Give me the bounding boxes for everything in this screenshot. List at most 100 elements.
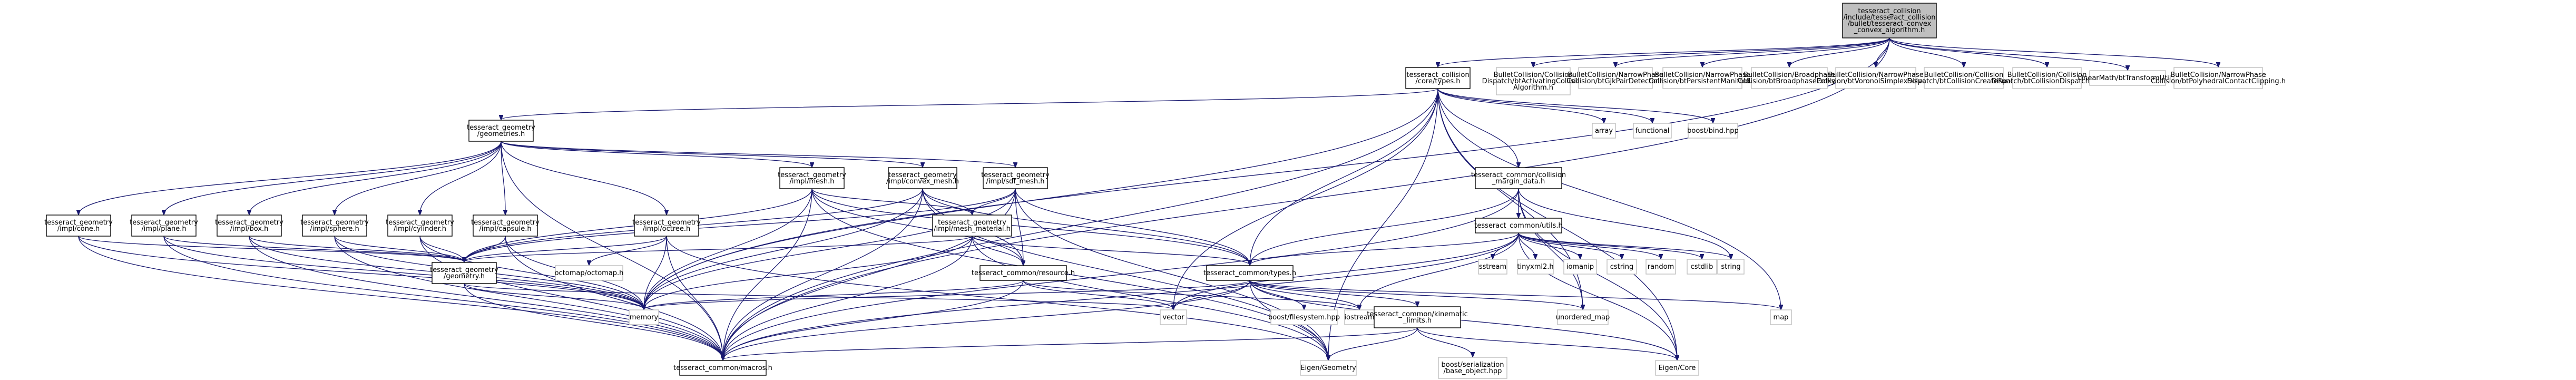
node-label-root-3: _convex_algorithm.h (1854, 26, 1925, 34)
edge-box-to-macros (249, 236, 723, 360)
edge-mesh-to-resource (811, 188, 1023, 265)
node-iomanip: iomanip (1563, 259, 1597, 275)
node-root[interactable]: tesseract_collision/include/tesseract_co… (1842, 3, 1937, 38)
node-label-iostream-0: iostream (1344, 314, 1374, 321)
edge-cone-to-geometry (78, 236, 464, 262)
node-box-plane (131, 215, 197, 237)
edge-sdf-to-resource (1015, 188, 1023, 265)
node-b5: BulletCollision/NarrowPhaseCollision/btV… (1817, 67, 1935, 89)
edge-root-to-b9 (1889, 37, 2218, 67)
edge-meshmat-to-resource (972, 236, 1023, 265)
node-box-root (1842, 3, 1937, 38)
edge-geometries-to-convex (501, 141, 923, 167)
node-mesh[interactable]: tesseract_geometry/impl/mesh.h (778, 167, 846, 189)
node-types[interactable]: tesseract_collision/core/types.h (1405, 67, 1471, 89)
edge-types-to-ctypes (1250, 88, 1438, 265)
node-cstring: cstring (1607, 259, 1637, 275)
node-meshmat[interactable]: tesseract_geometry/impl/mesh_material.h (932, 215, 1012, 237)
node-label-string-0: string (1721, 263, 1740, 271)
edge-mesh-to-ctypes (811, 188, 1250, 265)
edge-root-to-types (1438, 37, 1890, 67)
edge-geometries-to-sdf (501, 141, 1015, 167)
node-macros[interactable]: tesseract_common/macros.h (673, 360, 772, 376)
node-capsule[interactable]: tesseract_geometry/impl/capsule.h (471, 215, 540, 237)
edge-meshmat-to-macros (723, 236, 973, 360)
node-label-b8-0: LinearMath/btTransformUtil.h (2078, 74, 2178, 82)
node-label-plane-1: /impl/plane.h (141, 225, 186, 233)
node-box-tinyxml (1517, 259, 1554, 275)
node-label-tinyxml-0: tinyxml2.h (1517, 263, 1553, 271)
edge-marg-to-umap (1518, 188, 1583, 309)
node-resource[interactable]: tesseract_common/resource.h (972, 265, 1075, 281)
edge-root-to-b8 (1889, 37, 2128, 70)
node-memory: memory (629, 309, 659, 325)
node-eigencore: Eigen/Core (1655, 360, 1699, 376)
node-box-convex (888, 167, 957, 189)
node-label-b3-0: BulletCollision/NarrowPhase (1654, 71, 1750, 79)
node-geometry[interactable]: tesseract_geometry/geometry.h (430, 262, 498, 284)
node-label-box-0: tesseract_geometry (215, 219, 283, 227)
node-sphere[interactable]: tesseract_geometry/impl/sphere.h (300, 215, 369, 237)
edge-utils-to-macros (723, 232, 1519, 360)
node-box-cstring (1607, 259, 1637, 275)
node-cone[interactable]: tesseract_geometry/impl/cone.h (44, 215, 113, 237)
node-vector: vector (1160, 309, 1187, 325)
node-box[interactable]: tesseract_geometry/impl/box.h (215, 215, 283, 237)
node-label-ser-1: /base_object.hpp (1444, 367, 1502, 375)
node-box-eigencore (1655, 360, 1699, 376)
edge-types-to-marg (1437, 88, 1519, 167)
edge-resource-to-vector (1023, 280, 1173, 309)
node-kin[interactable]: tesseract_common/kinematic_limits.h (1367, 306, 1468, 328)
node-sdf[interactable]: tesseract_geometry/impl/sdf_mesh.h (981, 167, 1050, 189)
node-tinyxml: tinyxml2.h (1517, 259, 1554, 275)
node-label-resource-0: tesseract_common/resource.h (972, 269, 1075, 277)
node-box-eigengeo (1300, 360, 1357, 376)
node-label-marg-1: _margin_data.h (1492, 178, 1545, 186)
node-label-meshmat-1: /impl/mesh_material.h (934, 225, 1011, 233)
edge-geometry-to-memory (464, 283, 644, 309)
node-b1: BulletCollision/CollisionDispatch/btActi… (1482, 67, 1584, 95)
node-box-utils (1475, 218, 1562, 233)
edge-geometries-to-plane (164, 141, 502, 215)
node-plane[interactable]: tesseract_geometry/impl/plane.h (130, 215, 198, 237)
node-label-vector-0: vector (1162, 314, 1184, 321)
node-box-marg (1475, 167, 1562, 189)
node-b4: BulletCollision/BroadphaseCollision/btBr… (1738, 67, 1841, 89)
node-octree[interactable]: tesseract_geometry/impl/octree.h (632, 215, 701, 237)
node-label-convex-1: /impl/convex_mesh.h (886, 178, 959, 186)
edge-ctypes-to-kin (1249, 280, 1417, 306)
node-utils[interactable]: tesseract_common/utils.h (1474, 218, 1563, 233)
node-label-capsule-0: tesseract_geometry (471, 219, 540, 227)
node-label-geometry-1: /geometry.h (444, 272, 485, 280)
edge-kin-to-eigencore (1417, 327, 1677, 360)
node-box-octree (634, 215, 699, 237)
edge-mesh-to-macros (723, 188, 812, 360)
node-cylinder[interactable]: tesseract_geometry/impl/cylinder.h (386, 215, 454, 237)
edge-meshmat-to-eigengeo (972, 236, 1328, 360)
edge-cone-to-macros (78, 236, 723, 360)
edge-mesh-to-meshmat (811, 188, 972, 215)
node-label-geometries-1: /geometries.h (477, 130, 525, 138)
edge-box-to-geometry (249, 236, 464, 262)
edge-plane-to-macros (163, 236, 723, 360)
edge-types-to-functional (1437, 88, 1652, 123)
node-label-capsule-1: /impl/capsule.h (479, 225, 531, 233)
node-box-resource (980, 265, 1067, 281)
node-sstream: sstream (1478, 259, 1507, 275)
node-label-ser-0: boost/serialization (1441, 361, 1504, 369)
node-ctypes[interactable]: tesseract_common/types.h (1203, 265, 1296, 281)
node-random: random (1645, 259, 1676, 275)
edge-sdf-to-memory (644, 188, 1016, 309)
edge-octree-to-geometry (464, 236, 667, 262)
node-marg[interactable]: tesseract_common/collision_margin_data.h (1471, 167, 1566, 189)
node-convex[interactable]: tesseract_geometry/impl/convex_mesh.h (886, 167, 959, 189)
node-label-cone-1: /impl/cone.h (57, 225, 100, 233)
edge-utils-to-eigencore (1518, 232, 1677, 360)
node-label-kin-0: tesseract_common/kinematic (1367, 310, 1468, 318)
edge-geometry-to-macros (464, 283, 723, 360)
node-label-map-0: map (1774, 314, 1789, 321)
node-box-mesh (779, 167, 845, 189)
node-ser: boost/serialization/base_object.hpp (1438, 357, 1507, 379)
node-geometries[interactable]: tesseract_geometry/geometries.h (467, 120, 535, 142)
node-label-b4-0: BulletCollision/Broadphase (1744, 71, 1835, 79)
